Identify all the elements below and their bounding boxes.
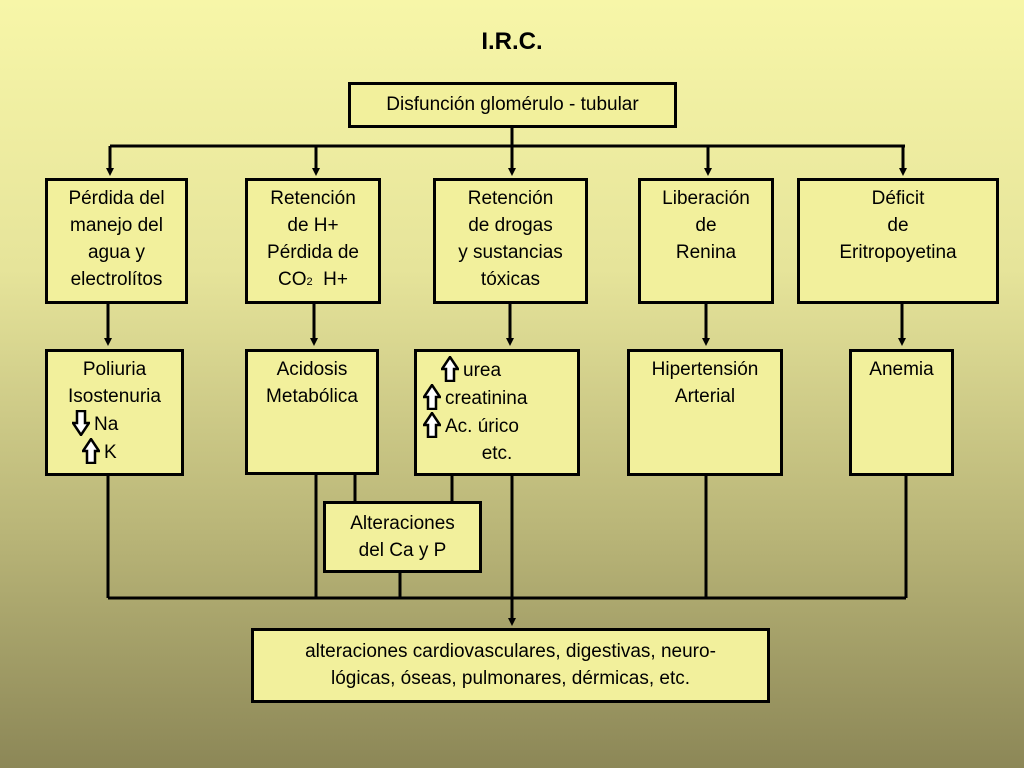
effect-line: Arterial: [674, 386, 736, 407]
arrow-up-icon: [423, 384, 441, 410]
cause-line: de: [695, 215, 717, 236]
cause-line: Renina: [675, 242, 737, 263]
cause-line: de: [887, 215, 909, 236]
calcium-line: del Ca y P: [358, 540, 447, 561]
arrow-up-icon: [423, 412, 441, 438]
cause-line: Eritropoyetina: [839, 242, 957, 263]
outcome-line: alteraciones cardiovasculares, digestiva…: [305, 641, 716, 662]
uric-acid-label: Ac. úrico: [445, 416, 519, 437]
cause-line: tóxicas: [480, 269, 541, 290]
creatinine-label: creatinina: [445, 388, 528, 409]
cause-box-water: Pérdida del manejo del agua y electrolít…: [45, 178, 188, 304]
cause-line: de H+: [287, 215, 339, 236]
calcium-phosphate-box: Alteraciones del Ca y P: [323, 501, 482, 573]
calcium-line: Alteraciones: [350, 513, 455, 534]
effect-box-urea: urea creatinina Ac. úrico etc.: [414, 349, 580, 476]
uric-acid-line: Ac. úrico: [417, 412, 577, 440]
page-title: I.R.C.: [481, 28, 543, 55]
cause-line: Retención: [467, 188, 554, 209]
effect-line: Poliuria: [82, 359, 147, 380]
effect-line: Anemia: [869, 359, 934, 380]
root-box: Disfunción glomérulo - tubular: [348, 82, 677, 128]
arrow-up-icon: [82, 438, 100, 464]
effect-box-acidosis: Acidosis Metabólica: [245, 349, 379, 475]
cause-box-drug-retention: Retención de drogas y sustancias tóxicas: [433, 178, 588, 304]
co2-line: CO2 H+: [248, 266, 378, 296]
creatinine-line: creatinina: [417, 384, 577, 412]
outcome-box: alteraciones cardiovasculares, digestiva…: [251, 628, 770, 703]
arrow-up-icon: [441, 356, 459, 382]
effect-box-polyuria: Poliuria Isostenuria Na K: [45, 349, 184, 476]
cause-line: manejo del: [70, 215, 163, 236]
arrow-down-icon: [72, 410, 90, 436]
cause-line: Liberación: [662, 188, 750, 209]
effect-line: Isostenuria: [68, 386, 161, 407]
cause-line: y sustancias: [458, 242, 563, 263]
outcome-line: lógicas, óseas, pulmonares, dérmicas, et…: [330, 668, 691, 689]
cause-box-erythropoietin: Déficit de Eritropoyetina: [797, 178, 999, 304]
na-line: Na: [48, 410, 181, 438]
co2-subscript: 2: [306, 276, 313, 288]
k-label: K: [104, 442, 117, 463]
cause-line: agua y: [87, 242, 146, 263]
root-label: Disfunción glomérulo - tubular: [386, 94, 639, 115]
effect-line: Metabólica: [266, 386, 358, 407]
cause-line: de drogas: [468, 215, 553, 236]
k-line: K: [48, 438, 181, 466]
cause-box-h-retention: Retención de H+ Pérdida de CO2 H+: [245, 178, 381, 304]
cause-line: Retención: [270, 188, 356, 209]
effect-box-anemia: Anemia: [849, 349, 954, 476]
cause-line: electrolítos: [70, 269, 163, 290]
effect-line: Hipertensión: [651, 359, 759, 380]
co2-label: CO: [277, 269, 307, 290]
cause-line: Pérdida de: [267, 242, 359, 263]
urea-line: urea: [417, 356, 577, 384]
urea-label: urea: [463, 360, 502, 381]
h-plus-label: H+: [323, 269, 348, 290]
cause-line: Pérdida del: [68, 188, 165, 209]
effect-box-hypertension: Hipertensión Arterial: [627, 349, 783, 476]
cause-line: Déficit: [871, 188, 925, 209]
effect-line: Acidosis: [276, 359, 348, 380]
cause-box-renin: Liberación de Renina: [638, 178, 774, 304]
na-label: Na: [94, 414, 119, 435]
etc-label: etc.: [481, 443, 513, 464]
